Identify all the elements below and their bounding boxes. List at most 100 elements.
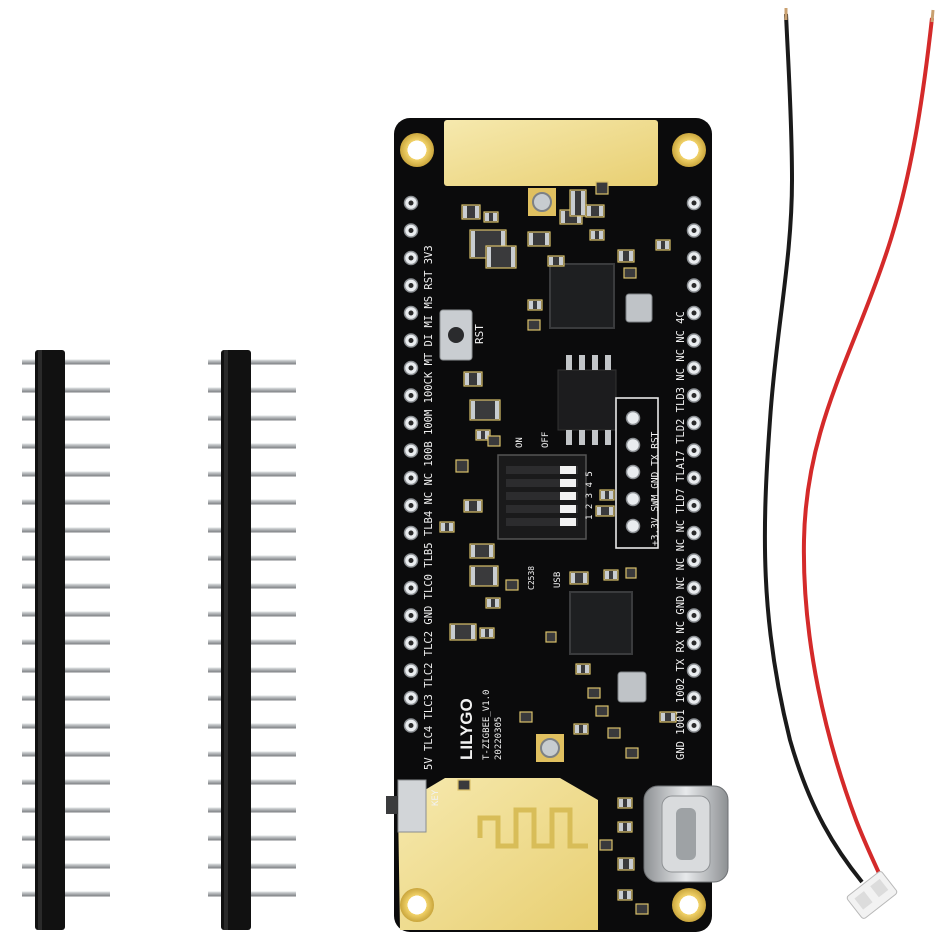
header-pin [208, 835, 296, 841]
smd-part [439, 521, 455, 533]
brand-logo: LILYGO [457, 698, 476, 760]
smd-part [595, 705, 609, 717]
smd-part [547, 255, 565, 267]
prog-pad [625, 491, 641, 507]
smd-part [545, 631, 557, 643]
smd-part [659, 711, 677, 723]
smd-part [483, 211, 499, 223]
smd-part [623, 267, 637, 279]
smd-part [469, 565, 499, 587]
smd-part [595, 181, 609, 195]
smd-part [485, 245, 517, 269]
header-pin [208, 779, 296, 785]
right-pin-labels: GND 1001 1002 TX RX NC GND NC NC NC NC T… [675, 311, 687, 760]
smd-part [599, 839, 613, 851]
header-pin [208, 555, 296, 561]
header-pin [208, 695, 296, 701]
flash-chip [557, 369, 617, 431]
dip-lever [560, 479, 576, 487]
prog-header [615, 397, 659, 549]
header-pin [208, 583, 296, 589]
dip-ic-label: C2538 [527, 566, 536, 590]
header-pin [22, 499, 110, 505]
smd-part [449, 623, 477, 641]
smd-part [625, 747, 639, 759]
header-pin [22, 527, 110, 533]
ufl-connector-bottom [536, 734, 564, 762]
header-pin [208, 443, 296, 449]
header-pin [208, 667, 296, 673]
jst-connector [846, 871, 898, 919]
mounting-hole-bottom-right [672, 888, 706, 922]
mcu-chip [569, 591, 633, 655]
header-pin [208, 863, 296, 869]
crystal-small [625, 293, 653, 323]
header-pin [22, 751, 110, 757]
top-antenna-pad [444, 120, 658, 186]
right-header-pads [686, 195, 702, 733]
jst-cable [762, 8, 935, 919]
header-pin [208, 527, 296, 533]
t-zigbee-board: 5V TLC4 TLC3 TLC2 TLC2 GND TLC0 TLB5 TLB… [386, 118, 729, 932]
header-pin [208, 471, 296, 477]
header-pin [208, 723, 296, 729]
smd-part [655, 239, 671, 251]
header-pin [22, 667, 110, 673]
left-header-pads [403, 195, 419, 733]
dip-off-label: OFF [541, 432, 551, 448]
smd-part [527, 319, 541, 331]
header-pin [208, 387, 296, 393]
pcb-antenna-trace-icon [477, 807, 588, 849]
header-pin [22, 583, 110, 589]
smd-part [617, 889, 633, 901]
smd-part [527, 299, 543, 311]
dip-lever [560, 518, 576, 526]
header-pin [22, 555, 110, 561]
crystal [617, 671, 647, 703]
smd-part [475, 429, 491, 441]
prog-pad [625, 518, 641, 534]
left-pin-labels: 5V TLC4 TLC3 TLC2 TLC2 GND TLC0 TLB5 TLB… [423, 245, 435, 770]
red-wire [801, 17, 934, 881]
header-pin [22, 471, 110, 477]
header-pin [208, 807, 296, 813]
smd-part [519, 711, 533, 723]
header-pin [208, 891, 296, 897]
smd-part [603, 569, 619, 581]
smd-part [455, 459, 469, 473]
pin-header-strip-2 [208, 350, 296, 930]
smd-part [607, 727, 621, 739]
header-pin [22, 415, 110, 421]
smd-part [485, 597, 501, 609]
rst-label: RST [473, 324, 486, 344]
date-label: 20220305 [494, 717, 504, 760]
header-pin [22, 807, 110, 813]
header-pin [22, 611, 110, 617]
header-pin [22, 891, 110, 897]
usb-c-connector [643, 785, 729, 883]
header-pin [208, 751, 296, 757]
header-pin [208, 611, 296, 617]
dip-on-label: ON [515, 437, 525, 448]
mounting-hole-top-right [672, 133, 706, 167]
dip-switch [497, 454, 587, 540]
black-wire [762, 13, 864, 884]
smd-components [439, 181, 677, 915]
rf-chip [549, 263, 615, 329]
prog-pad [625, 437, 641, 453]
smd-part [617, 797, 633, 809]
model-label: T-ZIGBEE_V1.0 [482, 690, 492, 760]
smd-part [505, 579, 519, 591]
header-pin [22, 863, 110, 869]
header-pin [22, 443, 110, 449]
dip-lever [560, 505, 576, 513]
key-label: KEY [431, 789, 441, 806]
dip-lever [560, 466, 576, 474]
smd-part [595, 505, 615, 517]
smd-part [469, 543, 495, 559]
prog-pad [625, 464, 641, 480]
dip-lever [560, 492, 576, 500]
header-pin [22, 835, 110, 841]
smd-part [625, 567, 637, 579]
reset-button [439, 309, 473, 361]
